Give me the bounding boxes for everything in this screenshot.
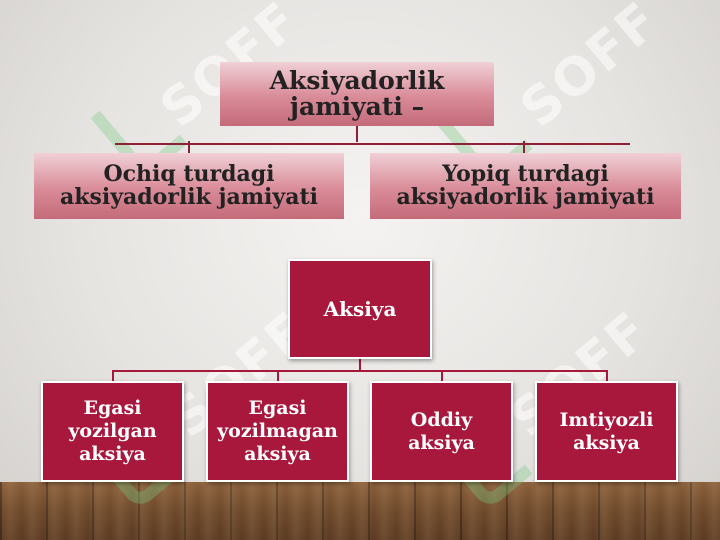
connector-line xyxy=(356,126,358,142)
registered-share-label: Egasi yozilgan aksiya xyxy=(68,397,157,465)
share-box: Aksiya xyxy=(288,259,432,359)
common-share-label: Oddiy aksiya xyxy=(408,408,475,454)
company-title: Aksiyadorlik jamiyati – xyxy=(269,65,445,121)
wooden-floor xyxy=(0,482,720,540)
common-share-box: Oddiy aksiya xyxy=(370,381,513,482)
connector-line xyxy=(606,370,608,382)
connector-line xyxy=(112,370,608,372)
connector-line xyxy=(277,370,279,382)
closed-company-label: Yopiq turdagi aksiyadorlik jamiyati xyxy=(396,160,655,210)
watermark: SOFF xyxy=(509,0,672,140)
preferred-share-label: Imtiyozli aksiya xyxy=(559,408,654,454)
open-company-box: Ochiq turdagi aksiyadorlik jamiyati xyxy=(34,153,344,219)
company-title-box: Aksiyadorlik jamiyati – xyxy=(220,62,494,126)
connector-line xyxy=(441,370,443,382)
connector-line xyxy=(112,370,114,382)
connector-line xyxy=(359,358,361,370)
share-label: Aksiya xyxy=(323,297,397,321)
closed-company-box: Yopiq turdagi aksiyadorlik jamiyati xyxy=(370,153,681,219)
open-company-label: Ochiq turdagi aksiyadorlik jamiyati xyxy=(60,160,318,210)
preferred-share-box: Imtiyozli aksiya xyxy=(535,381,678,482)
bearer-share-box: Egasi yozilmagan aksiya xyxy=(206,381,349,482)
bearer-share-label: Egasi yozilmagan aksiya xyxy=(217,397,338,465)
connector-line xyxy=(115,143,630,145)
connector-line xyxy=(188,141,190,153)
connector-line xyxy=(523,141,525,153)
registered-share-box: Egasi yozilgan aksiya xyxy=(41,381,184,482)
